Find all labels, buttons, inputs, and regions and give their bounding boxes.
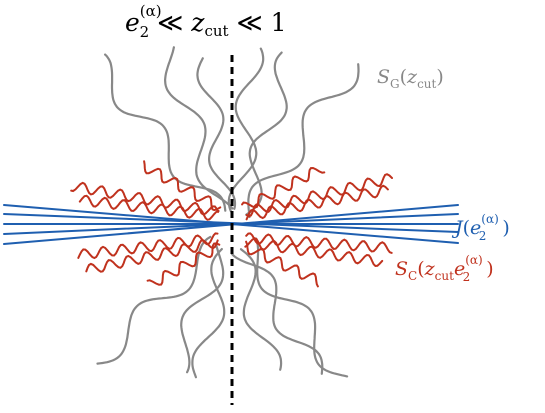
soft-global-line <box>180 243 225 374</box>
soft-collinear-line <box>245 173 393 218</box>
soft-collinear-line <box>143 160 222 212</box>
soft-global-line <box>247 63 360 219</box>
soft-collinear-radiation <box>70 160 393 288</box>
soft-collinear-line <box>245 240 319 288</box>
soft-collinear-line <box>241 166 326 209</box>
diagram-title: e(α) 2 ≪ zcut ≪ 1 <box>125 2 287 41</box>
title-e: e <box>125 8 140 37</box>
soft-global-line <box>104 53 227 212</box>
soft-collinear-line <box>146 242 221 286</box>
title-sub: 2 <box>140 23 150 41</box>
soft-global-radiation <box>96 46 360 379</box>
title-z: z <box>190 8 205 37</box>
soft-global-line <box>96 235 212 365</box>
soft-collinear-line <box>77 232 219 260</box>
soft-collinear-line <box>85 239 219 273</box>
title-zsub: cut <box>204 22 228 40</box>
title-rel1: ≪ <box>149 8 191 37</box>
soft-collinear-line <box>78 194 220 221</box>
soft-collinear-line <box>245 184 389 221</box>
soft-global-label: SG(zcut) <box>377 66 444 91</box>
title-sup: (α) <box>140 2 162 20</box>
soft-global-line <box>230 252 324 375</box>
soft-collinear-label: SC(zcute(α)2) <box>395 253 494 284</box>
soft-global-line <box>191 248 226 379</box>
soft-global-line <box>245 51 288 216</box>
soft-global-line <box>227 47 265 213</box>
soft-global-line <box>254 237 349 378</box>
jet-label: J(e(α)2) <box>451 212 510 243</box>
soft-collinear-line <box>70 181 219 216</box>
soft-collinear-line <box>244 237 384 268</box>
soft-global-line <box>239 248 283 371</box>
soft-global-line <box>196 57 237 210</box>
title-rel2: ≪ 1 <box>229 8 287 37</box>
soft-global-line <box>163 46 234 210</box>
soft-collinear-line <box>245 232 393 254</box>
